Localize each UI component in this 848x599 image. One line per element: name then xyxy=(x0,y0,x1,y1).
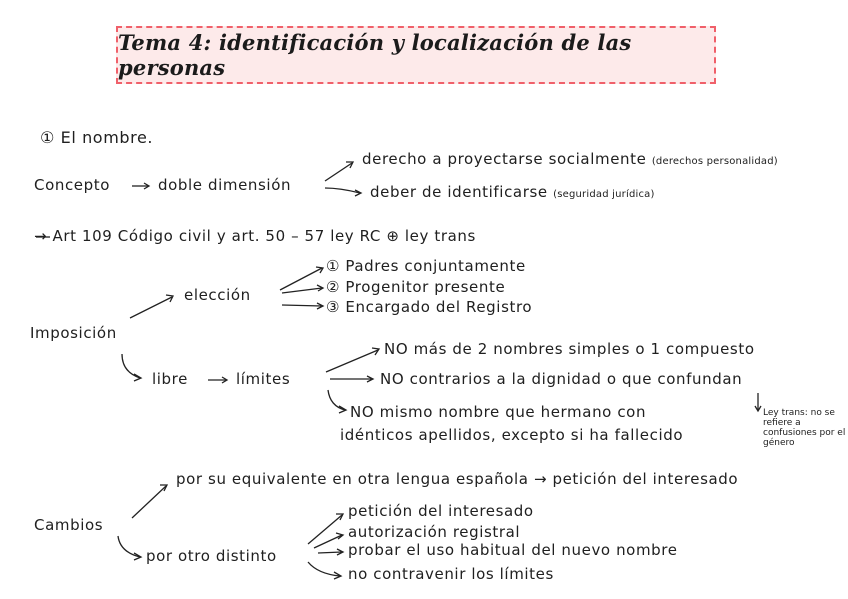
branch-deber-text: deber de identificarse xyxy=(370,183,548,201)
branch-deber-note: (seguridad jurídica) xyxy=(553,189,655,200)
limite-item: NO contrarios a la dignidad o que confun… xyxy=(380,370,743,388)
eleccion-item: ② Progenitor presente xyxy=(326,278,506,296)
eleccion-item: ③ Encargado del Registro xyxy=(326,298,533,316)
cambios-label: Cambios xyxy=(34,516,104,534)
cambios-equivalente: por su equivalente en otra lengua españo… xyxy=(176,470,739,488)
por-otro-distinto-node: por otro distinto xyxy=(146,547,277,565)
cambio-requisito: no contravenir los límites xyxy=(348,565,554,583)
concepto-label: Concepto xyxy=(34,176,111,194)
eleccion-item: ① Padres conjuntamente xyxy=(326,257,526,275)
imposicion-label: Imposición xyxy=(30,324,117,342)
cambio-requisito: probar el uso habitual del nuevo nombre xyxy=(348,541,678,559)
branch-derecho-note: (derechos personalidad) xyxy=(651,156,778,167)
section-heading-el-nombre: ① El nombre. xyxy=(40,128,154,147)
limite-item: NO mismo nombre que hermano con xyxy=(350,403,647,421)
limites-node: límites xyxy=(236,370,291,388)
ley-trans-side-note: Ley trans: no se refiere a confusiones p… xyxy=(763,408,846,448)
cambio-requisito: petición del interesado xyxy=(348,502,534,520)
limite-item: NO más de 2 nombres simples o 1 compuest… xyxy=(384,340,755,358)
doble-dimension-node: doble dimensión xyxy=(158,176,292,194)
branch-derecho-text: derecho a proyectarse socialmente xyxy=(362,150,647,168)
branch-deber: deber de identificarse (seguridad jurídi… xyxy=(370,183,655,201)
legal-reference: → Art 109 Código civil y art. 50 – 57 le… xyxy=(34,227,476,245)
limite-item-continuation: idénticos apellidos, excepto si ha falle… xyxy=(340,426,684,444)
page-title: Tema 4: identificación y localización de… xyxy=(118,30,632,80)
title-box: Tema 4: identificación y localización de… xyxy=(116,26,716,84)
branch-derecho: derecho a proyectarse socialmente (derec… xyxy=(362,150,778,168)
cambio-requisito: autorización registral xyxy=(348,523,521,541)
eleccion-node: elección xyxy=(184,286,251,304)
libre-node: libre xyxy=(152,370,188,388)
